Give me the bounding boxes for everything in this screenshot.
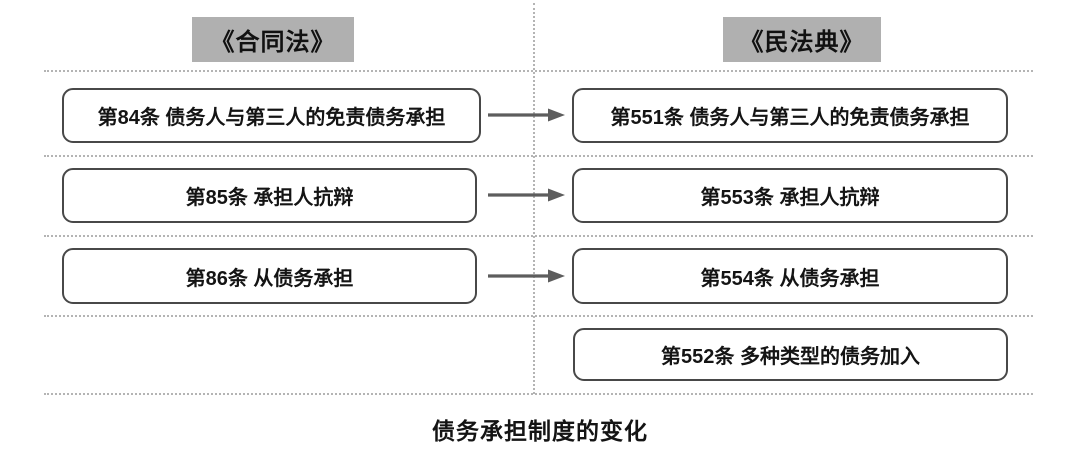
article-box-civil-553: 第553条 承担人抗辩: [572, 168, 1008, 223]
article-box-contract-86: 第86条 从债务承担: [62, 248, 477, 304]
header-contract-law: 《合同法》: [192, 17, 354, 62]
article-box-civil-552: 第552条 多种类型的债务加入: [573, 328, 1008, 381]
article-box-civil-554: 第554条 从债务承担: [572, 248, 1008, 304]
row-divider-line: [44, 155, 1033, 157]
column-divider-line: [533, 3, 535, 394]
header-civil-code: 《民法典》: [723, 17, 881, 62]
row-divider-line: [44, 393, 1033, 395]
article-box-contract-84: 第84条 债务人与第三人的免责债务承担: [62, 88, 481, 143]
diagram-caption: 债务承担制度的变化: [432, 418, 648, 444]
row-divider-line: [44, 70, 1033, 72]
row-divider-line: [44, 315, 1033, 317]
arrow-right-icon: [488, 108, 565, 122]
arrow-right-icon: [488, 188, 565, 202]
article-box-civil-551: 第551条 债务人与第三人的免责债务承担: [572, 88, 1008, 143]
arrow-right-icon: [488, 269, 565, 283]
row-divider-line: [44, 235, 1033, 237]
article-box-contract-85: 第85条 承担人抗辩: [62, 168, 477, 223]
